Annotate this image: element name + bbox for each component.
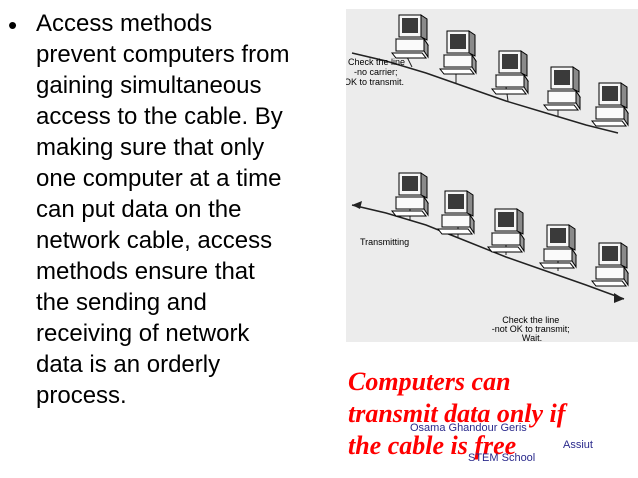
bullet-marker: • (8, 10, 18, 40)
body-line: Access methods (36, 10, 213, 37)
computer-icon (491, 50, 529, 95)
computer-icon (543, 66, 581, 111)
body-line: access to the cable. By (36, 103, 283, 130)
signal-arrow-left (352, 201, 362, 209)
computer-icon (391, 14, 429, 59)
caption-line: transmit data only if (348, 399, 566, 428)
cable-top (351, 52, 619, 134)
body-line: making sure that only (36, 134, 265, 161)
body-line: methods ensure that (36, 258, 255, 285)
network-access-diagram: Check the line -no carrier; OK to transm… (346, 9, 638, 342)
bottom-label-line: Wait. (522, 333, 542, 342)
top-label-line: -no carrier; (354, 67, 398, 77)
footer-city: Assiut (563, 439, 593, 451)
body-line: can put data on the (36, 196, 242, 223)
computer-icon (437, 190, 475, 235)
caption-line: Computers can (348, 367, 511, 396)
computer-icon (591, 242, 629, 287)
body-line: prevent computers from (36, 41, 290, 68)
body-line: gaining simultaneous (36, 72, 262, 99)
body-line: the sending and (36, 289, 207, 316)
signal-arrow-right (614, 293, 624, 303)
cable-bottom (351, 204, 625, 300)
bottom-label-line: -not OK to transmit; (492, 324, 570, 334)
bottom-label: Check the line -not OK to transmit; Wait… (492, 315, 573, 342)
red-caption: Computers can transmit data only if the … (348, 366, 638, 462)
caption-line: the cable is free (348, 431, 517, 460)
footer-school: STEM School (468, 452, 536, 464)
body-line: network cable, access (36, 227, 273, 254)
bullet-text: Access methods prevent computers from ga… (36, 8, 346, 411)
computer-icon (591, 82, 629, 127)
computer-icon (439, 30, 477, 75)
body-line: receiving of network (36, 320, 250, 347)
body-line: process. (36, 382, 127, 409)
top-label: Check the line -no carrier; OK to transm… (346, 57, 408, 87)
footer-author: Osama Ghandour Geris (410, 422, 527, 434)
body-line: one computer at a time (36, 165, 282, 192)
top-label-line: Check the line (348, 57, 405, 67)
middle-label: Transmitting (360, 237, 409, 247)
top-label-line: OK to transmit. (346, 77, 404, 87)
body-line: data is an orderly (36, 351, 221, 378)
bottom-label-line: Check the line (502, 315, 559, 325)
